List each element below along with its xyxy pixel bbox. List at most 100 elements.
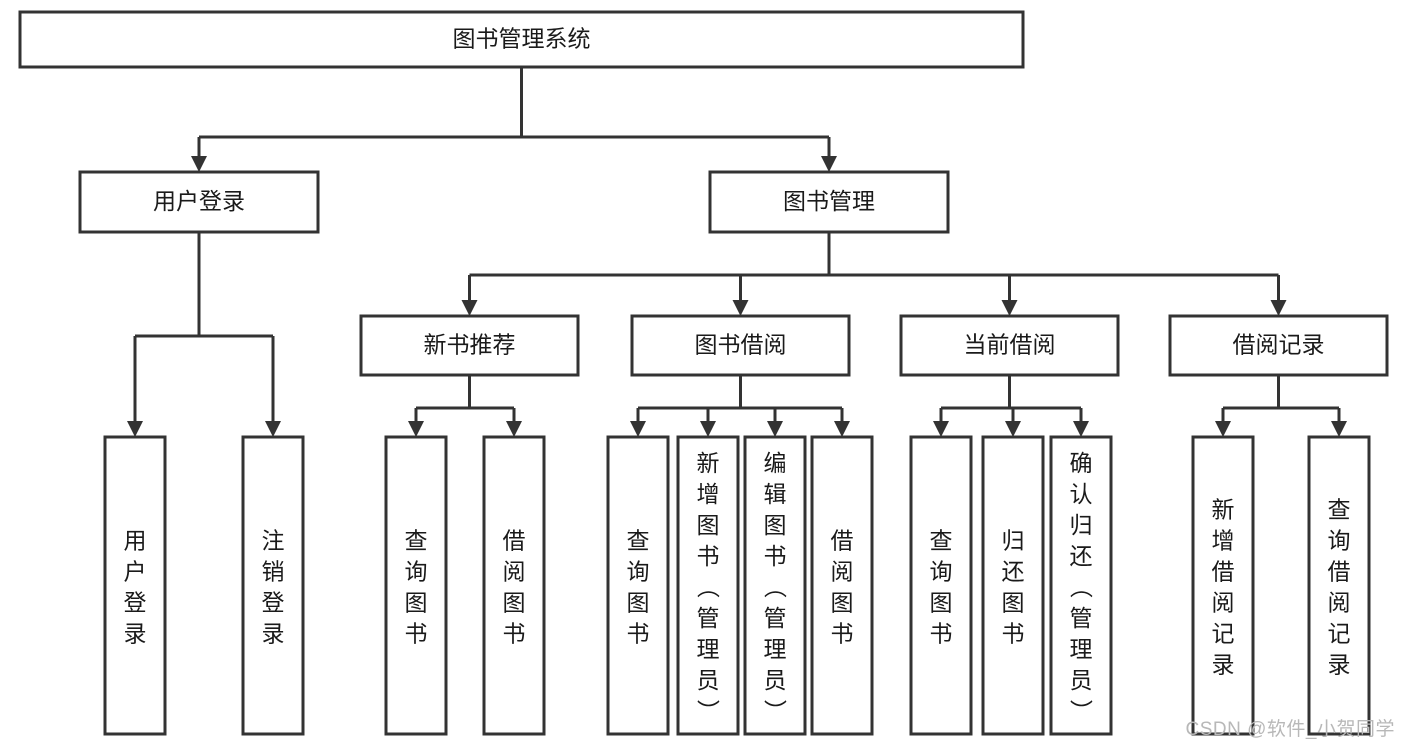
node-label-char: 图 xyxy=(627,589,650,615)
arrow-head-icon xyxy=(506,421,522,437)
node-label-char: 注 xyxy=(262,527,285,553)
node-label-char: 录 xyxy=(1328,651,1351,677)
node-label-char: ） xyxy=(1068,699,1094,722)
node-current-borrow[interactable]: 当前借阅 xyxy=(899,314,1120,377)
node-box-leaf-query-book-cur[interactable] xyxy=(909,435,973,736)
node-box-leaf-user-logout[interactable] xyxy=(241,435,305,736)
node-label-char: 辑 xyxy=(764,481,787,507)
node-label-char: 书 xyxy=(405,620,428,646)
node-label-char: 书 xyxy=(627,620,650,646)
node-label-char: 借 xyxy=(831,527,854,553)
node-label-char: （ xyxy=(1068,575,1094,598)
node-box-book-borrow[interactable] xyxy=(630,314,851,377)
node-box-borrow-record[interactable] xyxy=(1168,314,1389,377)
node-box-book-manage[interactable] xyxy=(708,170,950,234)
arrow-head-icon xyxy=(127,421,143,437)
node-label-char: 管 xyxy=(1070,605,1093,631)
node-box-leaf-query-book-borrow[interactable] xyxy=(606,435,670,736)
arrow-head-icon xyxy=(1001,300,1018,316)
node-label-char: 增 xyxy=(1212,527,1235,553)
node-book-manage[interactable]: 图书管理 xyxy=(708,170,950,234)
node-label-char: 登 xyxy=(262,589,285,615)
node-box-leaf-add-book[interactable] xyxy=(676,435,740,736)
node-label-char: 书 xyxy=(1002,620,1025,646)
node-box-user-login[interactable] xyxy=(78,170,320,234)
arrow-head-icon xyxy=(732,300,749,316)
node-label-char: 书 xyxy=(831,620,854,646)
node-label-char: 图 xyxy=(405,589,428,615)
arrow-head-icon xyxy=(461,300,478,316)
node-label-char: 查 xyxy=(930,527,953,553)
node-box-leaf-query-record[interactable] xyxy=(1307,435,1371,736)
node-label-char: 员 xyxy=(764,667,787,693)
node-label-char: 借 xyxy=(1328,558,1351,584)
node-label-char: 理 xyxy=(697,636,720,662)
node-label-char: 书 xyxy=(764,543,787,569)
node-label-char: 确 xyxy=(1070,450,1093,476)
node-label-char: 编 xyxy=(764,450,787,476)
node-label-current-borrow: 当前借阅 xyxy=(964,332,1056,358)
arrow-head-icon xyxy=(767,421,783,437)
arrow-head-icon xyxy=(1073,421,1089,437)
node-leaf-user-login[interactable]: 用户登录 xyxy=(103,435,167,736)
node-label-char: （ xyxy=(762,575,788,598)
node-label-char: 阅 xyxy=(1328,589,1351,615)
node-box-leaf-add-record[interactable] xyxy=(1191,435,1255,736)
node-box-leaf-edit-book[interactable] xyxy=(743,435,807,736)
node-label-char: 书 xyxy=(503,620,526,646)
connector-layer xyxy=(127,67,1347,437)
node-layer: 图书管理系统用户登录图书管理新书推荐图书借阅当前借阅借阅记录用户登录注销登录查询… xyxy=(18,10,1389,736)
node-root[interactable]: 图书管理系统 xyxy=(18,10,1025,69)
node-new-book-rec[interactable]: 新书推荐 xyxy=(359,314,580,377)
node-label-char: 询 xyxy=(930,558,953,584)
node-label-borrow-record: 借阅记录 xyxy=(1233,332,1325,358)
node-label-char: 阅 xyxy=(1212,589,1235,615)
node-book-borrow[interactable]: 图书借阅 xyxy=(630,314,851,377)
node-box-current-borrow[interactable] xyxy=(899,314,1120,377)
node-label-char: 阅 xyxy=(831,558,854,584)
node-label-char: 记 xyxy=(1328,620,1351,646)
node-label-char: 归 xyxy=(1070,512,1093,538)
node-label-char: 书 xyxy=(930,620,953,646)
node-label-char: 录 xyxy=(1212,651,1235,677)
node-box-leaf-borrow-book-rec[interactable] xyxy=(482,435,546,736)
node-box-leaf-query-book-rec[interactable] xyxy=(384,435,448,736)
node-user-login[interactable]: 用户登录 xyxy=(78,170,320,234)
node-label-char: 记 xyxy=(1212,620,1235,646)
node-box-root[interactable] xyxy=(18,10,1025,69)
node-label-char: 登 xyxy=(124,589,147,615)
node-label-book-manage: 图书管理 xyxy=(783,188,875,214)
node-label-char: 户 xyxy=(124,558,147,584)
arrow-head-icon xyxy=(700,421,716,437)
node-label-char: 增 xyxy=(697,481,720,507)
node-borrow-record[interactable]: 借阅记录 xyxy=(1168,314,1389,377)
arrow-head-icon xyxy=(265,421,281,437)
node-box-leaf-return-book[interactable] xyxy=(981,435,1045,736)
node-box-new-book-rec[interactable] xyxy=(359,314,580,377)
arrow-head-icon xyxy=(933,421,949,437)
node-label-char: ） xyxy=(695,699,721,722)
node-label-book-borrow: 图书借阅 xyxy=(695,332,787,358)
arrow-head-icon xyxy=(1215,421,1231,437)
arrow-head-icon xyxy=(630,421,646,437)
node-label-char: 图 xyxy=(764,512,787,538)
node-label-char: 图 xyxy=(930,589,953,615)
csdn-watermark: CSDN @软件_小贺同学 xyxy=(1185,719,1395,740)
node-box-leaf-confirm-return[interactable] xyxy=(1049,435,1113,736)
node-box-leaf-borrow-book[interactable] xyxy=(810,435,874,736)
node-label-char: 图 xyxy=(697,512,720,538)
node-box-leaf-user-login[interactable] xyxy=(103,435,167,736)
